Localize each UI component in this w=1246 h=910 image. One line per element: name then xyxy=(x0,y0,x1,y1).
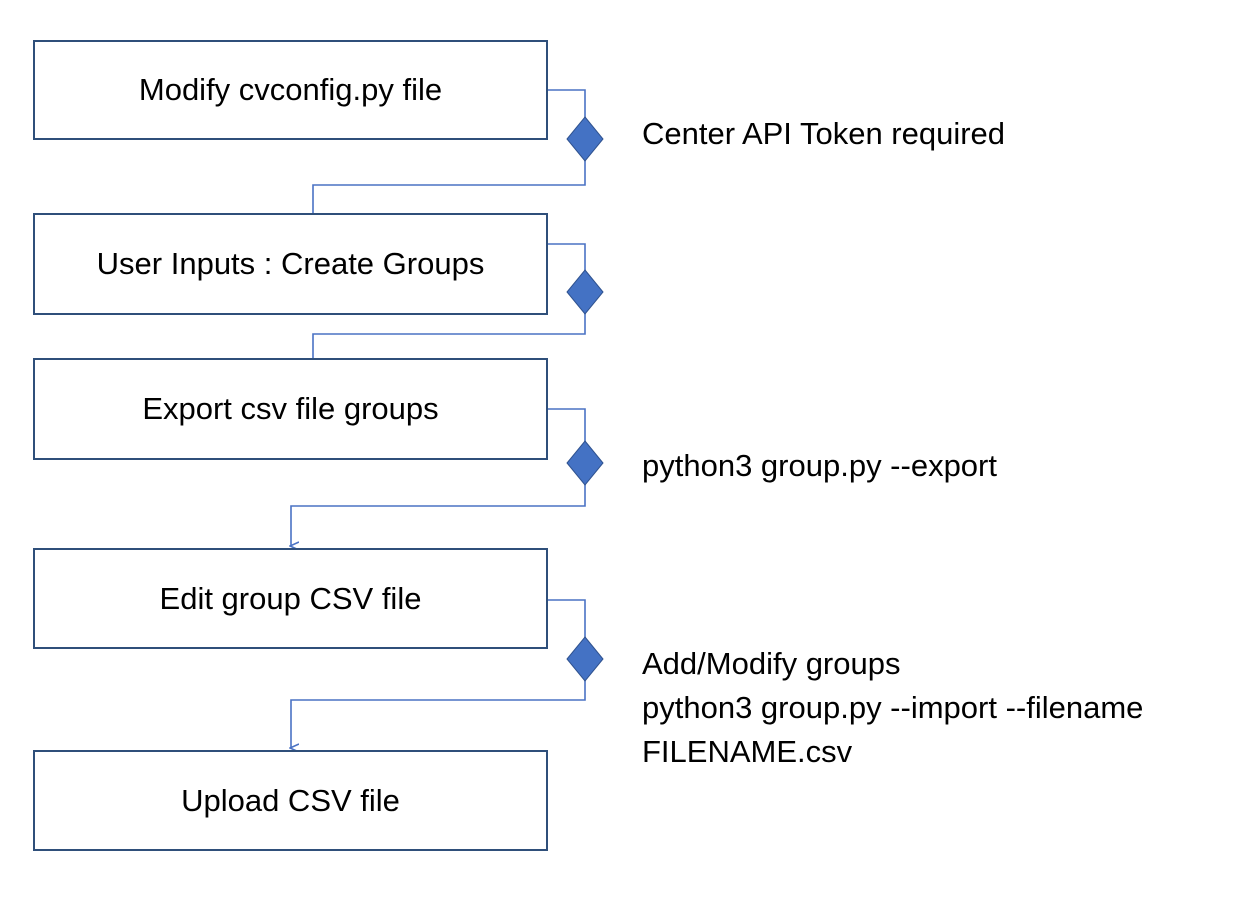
step-box-edit-csv: Edit group CSV file xyxy=(33,548,548,649)
note-token-required: Center API Token required xyxy=(642,112,1005,156)
step-label: Upload CSV file xyxy=(181,782,400,818)
step-box-export-csv: Export csv file groups xyxy=(33,358,548,460)
step-label: Modify cvconfig.py file xyxy=(138,72,443,107)
note-import-command: Add/Modify groups python3 group.py --imp… xyxy=(642,642,1143,774)
note-line: python3 group.py --import --filename xyxy=(642,690,1144,725)
decision-diamond-2 xyxy=(566,269,604,315)
step-label: User Inputs : Create Groups xyxy=(96,246,485,281)
step-box-user-inputs: User Inputs : Create Groups xyxy=(33,213,548,315)
note-line: python3 group.py --export xyxy=(642,448,997,483)
connector-2 xyxy=(313,243,586,375)
step-box-upload-csv: Upload CSV file xyxy=(33,750,548,851)
step-label: Export csv file groups xyxy=(142,391,439,426)
step-box-modify-config: Modify cvconfig.py file xyxy=(33,40,548,140)
connector-4 xyxy=(291,599,586,748)
step-label: Edit group CSV file xyxy=(159,580,422,616)
note-line: Center API Token required xyxy=(642,116,1006,151)
connector-3 xyxy=(291,408,586,546)
note-export-command: python3 group.py --export xyxy=(642,444,997,488)
decision-diamond-3 xyxy=(566,440,604,486)
note-line: Add/Modify groups xyxy=(642,646,901,681)
note-line: FILENAME.csv xyxy=(642,734,853,769)
decision-diamond-1 xyxy=(566,116,604,162)
decision-diamond-4 xyxy=(566,636,604,682)
connector-1 xyxy=(313,89,586,230)
